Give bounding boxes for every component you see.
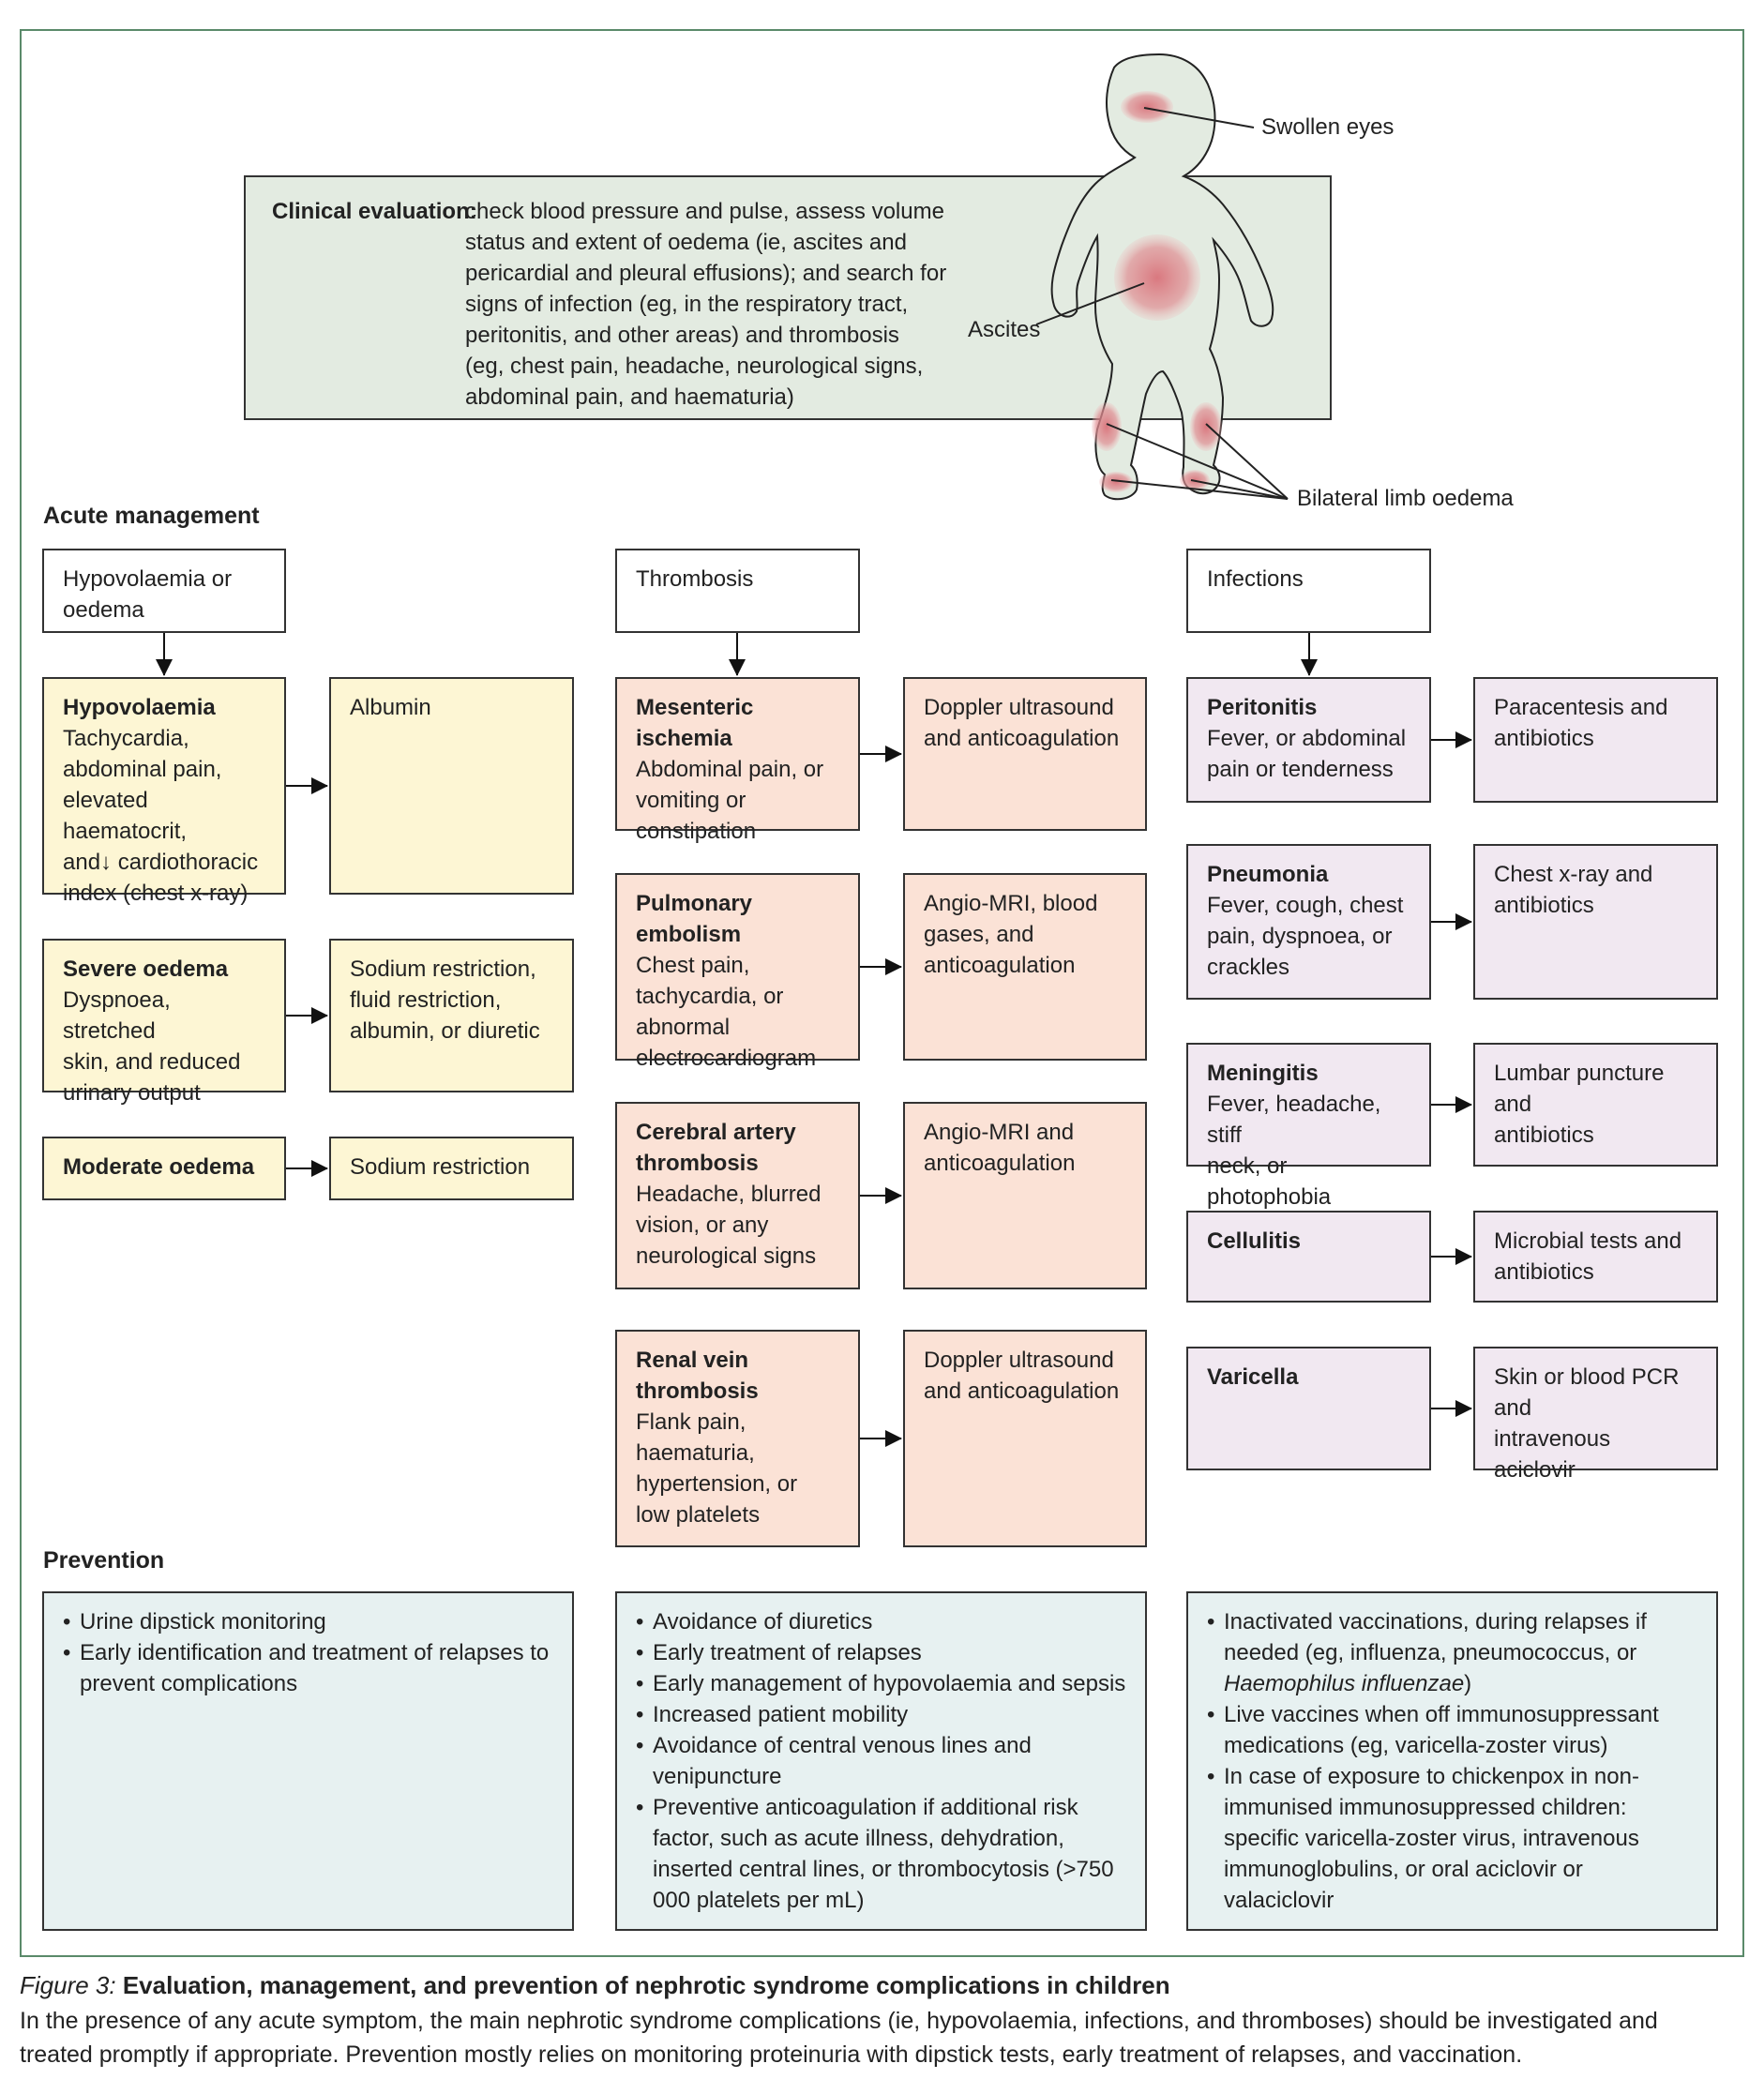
peritonitis-action-box: Paracentesis and antibiotics: [1473, 677, 1718, 803]
sodium-restriction-box: Sodium restriction: [329, 1137, 574, 1200]
swollen-eyes-mark: [1121, 91, 1173, 123]
albumin-box: Albumin: [329, 677, 574, 895]
meningitis-action-box: Lumbar puncture and antibiotics: [1473, 1043, 1718, 1167]
acute-management-heading: Acute management: [43, 503, 260, 529]
list-item: Early management of hypovolaemia and sep…: [636, 1668, 1126, 1699]
peritonitis-box: Peritonitis Fever, or abdominal pain or …: [1186, 677, 1431, 803]
prevention-hypo-box: Urine dipstick monitoring Early identifi…: [42, 1591, 574, 1931]
pneumonia-box: Pneumonia Fever, cough, chest pain, dysp…: [1186, 844, 1431, 1000]
left-knee-mark: [1092, 402, 1122, 451]
thrombosis-header: Thrombosis: [615, 549, 860, 633]
cerebral-artery-thrombosis-box: Cerebral artery thrombosis Headache, blu…: [615, 1102, 860, 1289]
varicella-action-box: Skin or blood PCR and intravenous aciclo…: [1473, 1347, 1718, 1483]
list-item: Preventive anticoagulation if additional…: [636, 1792, 1126, 1916]
list-item: Inactivated vaccinations, during relapse…: [1207, 1606, 1697, 1699]
cellulitis-action-box: Microbial tests and antibiotics: [1473, 1211, 1718, 1303]
prevention-infections-list: Inactivated vaccinations, during relapse…: [1207, 1606, 1697, 1916]
prevention-heading: Prevention: [43, 1547, 165, 1574]
list-item: In case of exposure to chickenpox in non…: [1207, 1761, 1697, 1916]
figure-caption-body: In the presence of any acute symptom, th…: [20, 2008, 1658, 2068]
mesenteric-ischemia-box: Mesenteric ischemia Abdominal pain, or v…: [615, 677, 860, 844]
list-item: Early identification and treatment of re…: [63, 1637, 553, 1699]
pneumonia-action-box: Chest x-ray and antibiotics: [1473, 844, 1718, 1000]
swollen-eyes-callout: Swollen eyes: [1261, 114, 1395, 140]
varicella-box: Varicella: [1186, 1347, 1431, 1470]
prevention-thrombosis-box: Avoidance of diuretics Early treatment o…: [615, 1591, 1147, 1931]
figure-caption-title: Figure 3: Evaluation, management, and pr…: [20, 1971, 1170, 1999]
right-knee-mark: [1190, 402, 1222, 451]
list-item: Avoidance of diuretics: [636, 1606, 1126, 1637]
prevention-infections-box: Inactivated vaccinations, during relapse…: [1186, 1591, 1718, 1931]
left-ankle-mark: [1099, 472, 1133, 492]
severe-oedema-action-box: Sodium restriction, fluid restriction, a…: [329, 939, 574, 1092]
hypovolaemia-box: Hypovolaemia Tachycardia, abdominal pain…: [42, 677, 286, 906]
severe-oedema-box: Severe oedema Dyspnoea, stretched skin, …: [42, 939, 286, 1106]
prevention-thrombosis-list: Avoidance of diuretics Early treatment o…: [636, 1606, 1126, 1916]
limb-oedema-callout: Bilateral limb oedema: [1297, 486, 1514, 511]
list-item: Increased patient mobility: [636, 1699, 1126, 1730]
cerebral-action-box: Angio-MRI and anticoagulation: [903, 1102, 1147, 1289]
mesenteric-action-box: Doppler ultrasound and anticoagulation: [903, 677, 1147, 831]
ascites-mark: [1114, 234, 1200, 321]
haemophilus-italic: Haemophilus influenzae: [1224, 1671, 1465, 1696]
renal-vein-thrombosis-box: Renal vein thrombosis Flank pain, haemat…: [615, 1330, 860, 1547]
meningitis-box: Meningitis Fever, headache, stiff neck, …: [1186, 1043, 1431, 1210]
infections-header: Infections: [1186, 549, 1431, 633]
clinical-evaluation-label: Clinical evaluation:: [272, 199, 477, 224]
list-item: Urine dipstick monitoring: [63, 1606, 553, 1637]
hypovolaemia-oedema-header: Hypovolaemia or oedema: [42, 549, 286, 633]
renal-action-box: Doppler ultrasound and anticoagulation: [903, 1330, 1147, 1547]
moderate-oedema-box: Moderate oedema: [42, 1137, 286, 1200]
pulmonary-embolism-box: Pulmonary embolism Chest pain, tachycard…: [615, 873, 860, 1071]
list-item: Early treatment of relapses: [636, 1637, 1126, 1668]
prevention-hypo-list: Urine dipstick monitoring Early identifi…: [63, 1606, 553, 1699]
ascites-callout: Ascites: [968, 317, 1041, 342]
cellulitis-box: Cellulitis: [1186, 1211, 1431, 1303]
list-item: Live vaccines when off immunosuppressant…: [1207, 1699, 1697, 1761]
list-item: Avoidance of central venous lines and ve…: [636, 1730, 1126, 1792]
figure-frame: [20, 29, 1744, 1957]
pulmonary-action-box: Angio-MRI, blood gases, and anticoagulat…: [903, 873, 1147, 1061]
clinical-evaluation-text: check blood pressure and pulse, assess v…: [465, 199, 947, 410]
